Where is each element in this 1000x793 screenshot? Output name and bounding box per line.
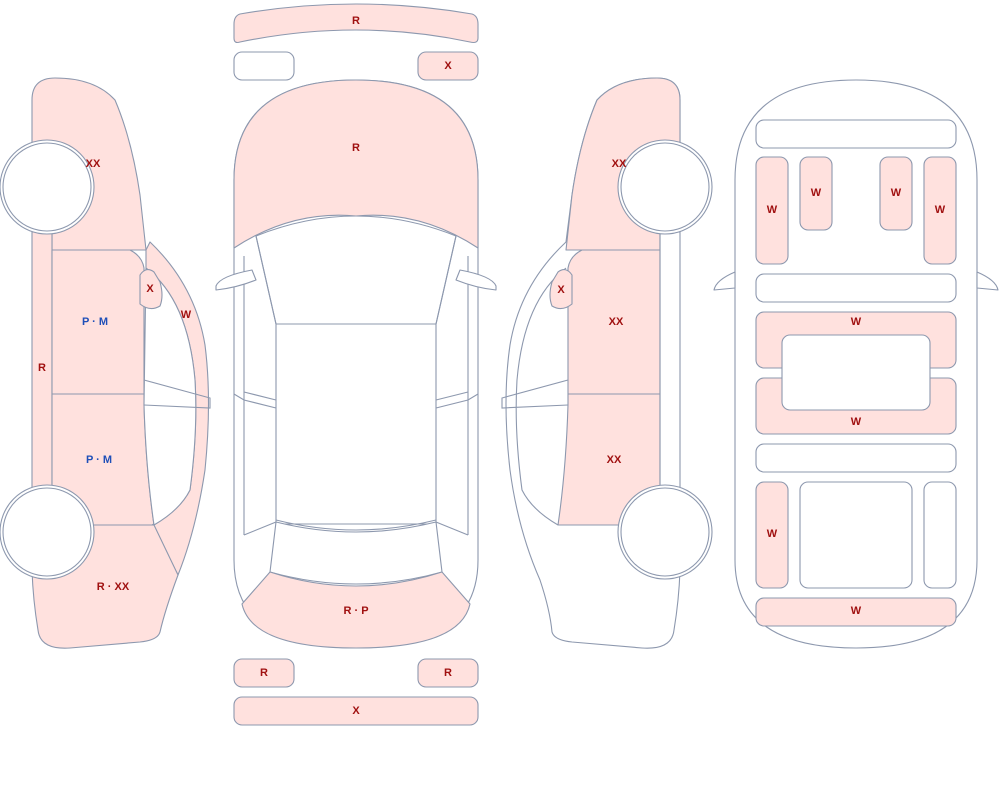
top-right-mirror[interactable] (455, 269, 497, 291)
left-mirror[interactable] (139, 269, 163, 310)
right-taillamp[interactable] (417, 658, 479, 688)
left-rear-rail[interactable] (755, 481, 789, 589)
label-left-rear-rail: W (767, 528, 778, 540)
label-left-mirror: X (146, 283, 154, 295)
label-left-front-fender: XX (86, 158, 101, 170)
right-front-mount[interactable] (879, 156, 913, 231)
label-left-rear-door: P · M (86, 454, 112, 466)
floor-pan-opening (781, 334, 931, 411)
label-front-bumper: R (352, 15, 360, 27)
label-right-front-rail: W (935, 204, 946, 216)
label-front-crossmember: W (851, 316, 862, 328)
label-trunk: R · P (343, 605, 368, 617)
top-left-mirror[interactable] (215, 269, 257, 291)
left-front-rail[interactable] (755, 156, 789, 265)
left-headlamp[interactable] (233, 51, 295, 81)
windshield (255, 215, 457, 325)
label-rear-panel: W (851, 605, 862, 617)
label-right-front-door: XX (609, 316, 624, 328)
right-rear-wheel (620, 487, 710, 577)
label-right-taillamp: R (444, 667, 452, 679)
label-left-front-mount: W (811, 187, 822, 199)
label-right-headlamp: X (444, 60, 452, 72)
left-front-wheel (2, 142, 92, 232)
underbody-right-tab (976, 271, 999, 291)
right-rear-rail[interactable] (923, 481, 957, 589)
label-hood: R (352, 142, 360, 154)
left-a-pillar[interactable] (31, 231, 53, 489)
underbody-view (713, 79, 999, 649)
left-door-handle-line (143, 379, 211, 409)
left-door-line-top (233, 393, 277, 409)
roof-rear-edge (275, 519, 437, 531)
label-right-front-fender: XX (612, 158, 627, 170)
damage-labels: XX R P · M P · M X W R · XX R X R R · P … (38, 15, 946, 717)
label-left-window-frame: W (181, 309, 192, 321)
right-window-inner (515, 267, 567, 526)
left-front-mount[interactable] (799, 156, 833, 231)
top-view (215, 3, 497, 726)
right-front-rail[interactable] (923, 156, 957, 265)
label-left-front-rail: W (767, 204, 778, 216)
label-left-front-door: P · M (82, 316, 108, 328)
right-b-pillar-top (435, 391, 469, 401)
right-rear-door-line (435, 521, 469, 536)
front-cross-panel[interactable] (755, 119, 957, 149)
spare-well[interactable] (799, 481, 913, 589)
left-side-view (0, 77, 211, 649)
rear-bumper[interactable] (233, 696, 479, 726)
label-rear-bumper: X (352, 705, 360, 717)
label-right-front-mount: W (891, 187, 902, 199)
right-front-door[interactable] (567, 249, 661, 395)
rear-panel[interactable] (755, 597, 957, 627)
roof (275, 323, 437, 525)
left-window-glass (143, 267, 197, 526)
label-rear-crossmember: W (851, 416, 862, 428)
left-taillamp[interactable] (233, 658, 295, 688)
right-headlamp[interactable] (417, 51, 479, 81)
mid-cross-panel[interactable] (755, 273, 957, 303)
left-a-pillar-line (255, 235, 277, 325)
left-front-door[interactable] (51, 249, 145, 395)
right-door-line-top (435, 393, 479, 409)
right-a-pillar-line (435, 235, 457, 325)
label-left-taillamp: R (260, 667, 268, 679)
rear-cross-panel[interactable] (755, 443, 957, 473)
label-right-mirror: X (557, 284, 565, 296)
label-right-rear-door: XX (607, 454, 622, 466)
right-front-wheel (620, 142, 710, 232)
front-bumper[interactable] (233, 3, 479, 44)
right-door-handle-line (501, 379, 569, 409)
underbody-left-tab (713, 271, 736, 291)
right-side-view (501, 77, 713, 649)
label-left-rear-quarter: R · XX (97, 581, 130, 593)
left-b-pillar-top (243, 391, 277, 401)
left-rear-door-line (243, 521, 277, 536)
label-left-pillar: R (38, 362, 46, 374)
right-mirror[interactable] (549, 269, 573, 310)
hood[interactable] (233, 79, 479, 249)
trunk-lid[interactable] (241, 571, 471, 649)
left-rear-wheel (2, 487, 92, 577)
